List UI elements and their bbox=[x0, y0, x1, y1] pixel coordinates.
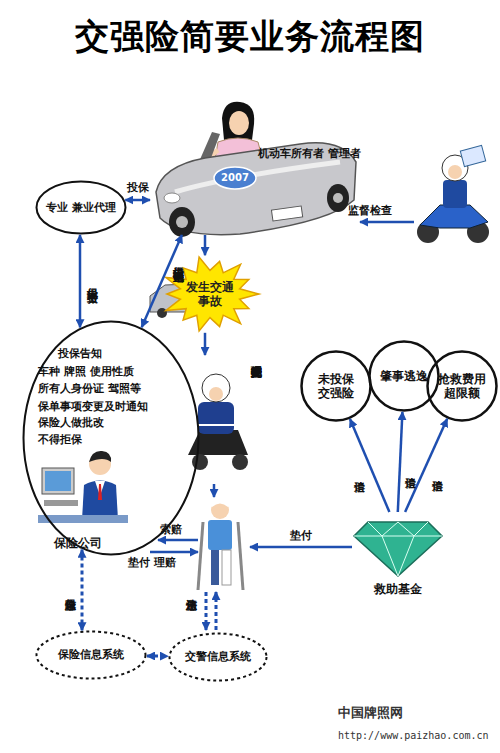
edge-note: 垫付 bbox=[290, 530, 312, 543]
arrow-connector bbox=[350, 419, 389, 512]
node-text: 救助基金 bbox=[352, 582, 444, 596]
injured-person bbox=[198, 501, 243, 590]
node-text: 未投保 交强险 bbox=[316, 372, 356, 401]
watermark: http://www.paizhao.com.cn bbox=[338, 730, 489, 742]
node-text: 车种 牌照 使用性质 bbox=[38, 365, 134, 378]
node-text: 抢救费用 超限额 bbox=[437, 372, 487, 401]
police-handling: 按公安交管部门规定处理 bbox=[180, 355, 275, 483]
node-text: 保险信息系统 bbox=[58, 648, 124, 661]
node-text: 交警信息系统 bbox=[185, 650, 251, 663]
node-text: 保险公司 bbox=[54, 536, 102, 550]
edge-label: 上门投保 电话直销 bbox=[171, 258, 184, 304]
node-text: 保单事项变更及时通知 bbox=[38, 400, 148, 413]
fund-gem: 救助基金 bbox=[352, 512, 444, 604]
edge-note: 垫付 理赔 bbox=[128, 557, 176, 570]
insurer-ellipse: 投保告知车种 牌照 使用性质所有人身份证 驾照等保单事项变更及时通知保险人做批改… bbox=[22, 320, 200, 556]
arrow-connector bbox=[405, 419, 447, 512]
arrow-connector bbox=[125, 199, 150, 202]
accident-burst: 发生交通事故 bbox=[160, 255, 260, 333]
node-text: 投保告知 bbox=[58, 347, 102, 360]
watermark: 中国牌照网 bbox=[338, 706, 403, 721]
node-text: 所有人身份证 驾照等 bbox=[38, 382, 141, 395]
violation-arrow bbox=[205, 592, 208, 630]
node-text: 机动车所有者 管理者 bbox=[258, 147, 361, 160]
badge-number: 2007 bbox=[221, 172, 249, 184]
node-text: 发生交通事故 bbox=[184, 280, 236, 309]
police-motorcycle bbox=[417, 145, 489, 243]
diagram-title: 交强险简要业务流程图 bbox=[0, 14, 500, 60]
dashed-connector bbox=[81, 550, 84, 631]
case-circle: 抢救费用 超限额 bbox=[426, 350, 498, 422]
edge-label: 投保 bbox=[127, 182, 149, 195]
dashed-connector bbox=[147, 654, 168, 657]
advance-arrow bbox=[250, 546, 352, 549]
info-system-ellipse: 保险信息系统 bbox=[35, 630, 147, 680]
violation-arrow bbox=[215, 592, 218, 630]
arrow-connector bbox=[79, 235, 82, 327]
payment-arrow bbox=[150, 551, 198, 554]
edge-label: 投保 缴费 bbox=[86, 279, 99, 283]
info-system-ellipse: 交警信息系统 bbox=[168, 632, 268, 682]
node-text: 专业 兼业代理 bbox=[46, 201, 116, 214]
edge-note: 监督检查 bbox=[348, 205, 392, 218]
insurance-clerk bbox=[38, 451, 128, 523]
agency-ellipse: 专业 兼业代理 bbox=[35, 180, 127, 235]
node-text: 肇事逃逸 bbox=[380, 369, 428, 383]
flow-arrow bbox=[213, 484, 216, 497]
node-text: 保险人做批改 bbox=[38, 416, 104, 429]
case-circle: 未投保 交强险 bbox=[300, 350, 372, 422]
claim-arrow bbox=[158, 539, 198, 542]
arrow-connector bbox=[204, 333, 207, 355]
node-text: 不得拒保 bbox=[38, 433, 82, 446]
arrow-connector bbox=[398, 412, 403, 512]
inspection-arrow bbox=[360, 221, 414, 224]
arrow-connector bbox=[204, 235, 207, 255]
edge-note: 索赔 bbox=[160, 524, 182, 537]
